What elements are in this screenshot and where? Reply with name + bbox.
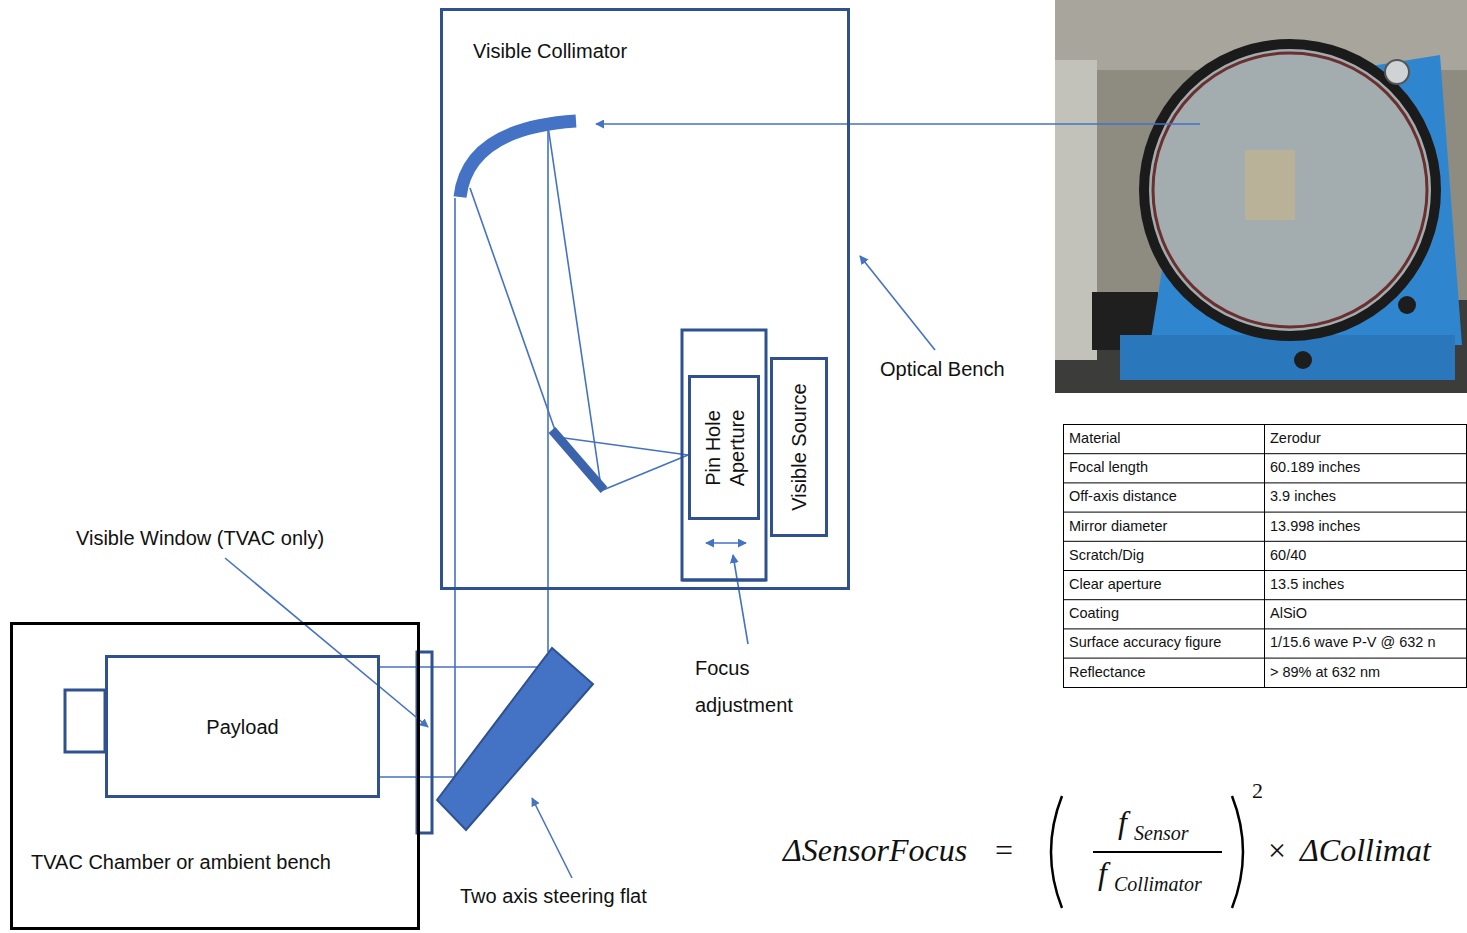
table-cell: Material — [1069, 424, 1121, 453]
photo-knob — [1385, 60, 1409, 84]
table-cell: Surface accuracy figure — [1069, 628, 1221, 657]
equation-marks — [1051, 796, 1243, 908]
leader-lines — [225, 124, 1200, 878]
table-cell: 60/40 — [1270, 541, 1306, 570]
collimator-photo — [1055, 0, 1467, 393]
table-cell: > 89% at 632 nm — [1270, 658, 1380, 687]
collimator-mirror — [460, 121, 576, 197]
focus-double-arrow — [706, 542, 746, 544]
table-rule — [1264, 425, 1265, 688]
pinhole-box: Pin Hole Aperture — [688, 375, 760, 520]
equation-term: ΔCollimat — [1300, 832, 1431, 869]
equation-operator: × — [1268, 832, 1286, 869]
light-ray — [547, 126, 549, 652]
table-border — [1064, 425, 1467, 688]
equation-subscript: Sensor — [1134, 822, 1188, 845]
photo-post — [1398, 296, 1416, 314]
table-rule — [1064, 658, 1467, 659]
node-label: Pin Hole Aperture — [700, 384, 748, 511]
light-ray — [454, 198, 456, 800]
photo-frame — [1055, 60, 1097, 360]
table-cell: 60.189 inches — [1270, 453, 1360, 482]
table-cell: 3.9 inches — [1270, 482, 1336, 511]
table-cell: Coating — [1069, 599, 1119, 628]
table-cell: Off-axis distance — [1069, 482, 1177, 511]
collimator-box: Pin Hole Aperture Visible Source Visible C… — [440, 8, 850, 590]
table-cell: AlSiO — [1270, 599, 1307, 628]
table-rule — [1064, 599, 1467, 600]
light-ray — [380, 666, 540, 668]
table-cell: Reflectance — [1069, 658, 1146, 687]
table-cell: Mirror diameter — [1069, 512, 1167, 541]
table-rule — [1064, 541, 1467, 542]
callout-label: Optical Bench — [880, 358, 1005, 381]
callout-label: Focus adjustment — [695, 650, 825, 724]
table-rule — [1064, 453, 1467, 454]
table-rule — [1064, 628, 1467, 629]
light-ray — [603, 455, 688, 490]
equation-exponent: 2 — [1252, 778, 1263, 803]
leader-arrow — [532, 798, 572, 878]
table-cell: 13.5 inches — [1270, 570, 1344, 599]
leader-arrow — [733, 555, 748, 644]
table-cell: Focal length — [1069, 453, 1148, 482]
table-cell: 1/15.6 wave P-V @ 632 n — [1270, 628, 1435, 657]
equation-subscript: Collimator — [1114, 873, 1202, 896]
equation-term: f — [1118, 804, 1127, 841]
table-cell: Clear aperture — [1069, 570, 1162, 599]
source-box: Visible Source — [770, 357, 828, 537]
equation-term: f — [1098, 855, 1107, 892]
equation-paren — [1051, 796, 1062, 908]
photo-mount-base — [1120, 335, 1455, 380]
table-rule — [1064, 482, 1467, 483]
leader-arrow — [225, 558, 428, 727]
photo-post — [1294, 351, 1312, 369]
callout-label: Two axis steering flat — [460, 885, 647, 908]
table-cell: Zerodur — [1270, 424, 1321, 453]
node-label: Visible Collimator — [473, 39, 627, 63]
payload-detector — [65, 690, 105, 752]
focus-stage-box — [682, 330, 766, 580]
equation-term: ΔSensorFocus — [783, 832, 967, 869]
fold-mirror — [552, 430, 604, 490]
table-rule — [1064, 512, 1467, 513]
table-rule — [1064, 570, 1467, 571]
leader-arrow — [860, 256, 935, 350]
table-cell: 13.998 inches — [1270, 512, 1360, 541]
callout-label: Visible Window (TVAC only) — [76, 527, 324, 550]
table-cell: Scratch/Dig — [1069, 541, 1144, 570]
spec-table-grid — [1064, 425, 1467, 688]
payload-box: Payload — [105, 655, 380, 798]
node-label: TVAC Chamber or ambient bench — [31, 850, 331, 874]
photo-mirror-ring — [1153, 53, 1427, 327]
fraction-bar — [1093, 851, 1222, 853]
leader-arrow — [596, 123, 1200, 125]
chamber-box: PayloadTVAC Chamber or ambient bench — [10, 622, 420, 930]
photo-reflection — [1245, 150, 1295, 220]
node-label: Payload — [206, 715, 278, 739]
light-ray — [470, 188, 556, 433]
equation-paren — [1232, 796, 1243, 908]
node-label: Visible Source — [787, 366, 811, 528]
focus-stage-base — [682, 579, 766, 582]
photo-mirror — [1144, 44, 1436, 336]
photo-background — [1055, 0, 1467, 393]
steering-flat — [437, 648, 593, 830]
equation-operator: = — [995, 832, 1013, 869]
